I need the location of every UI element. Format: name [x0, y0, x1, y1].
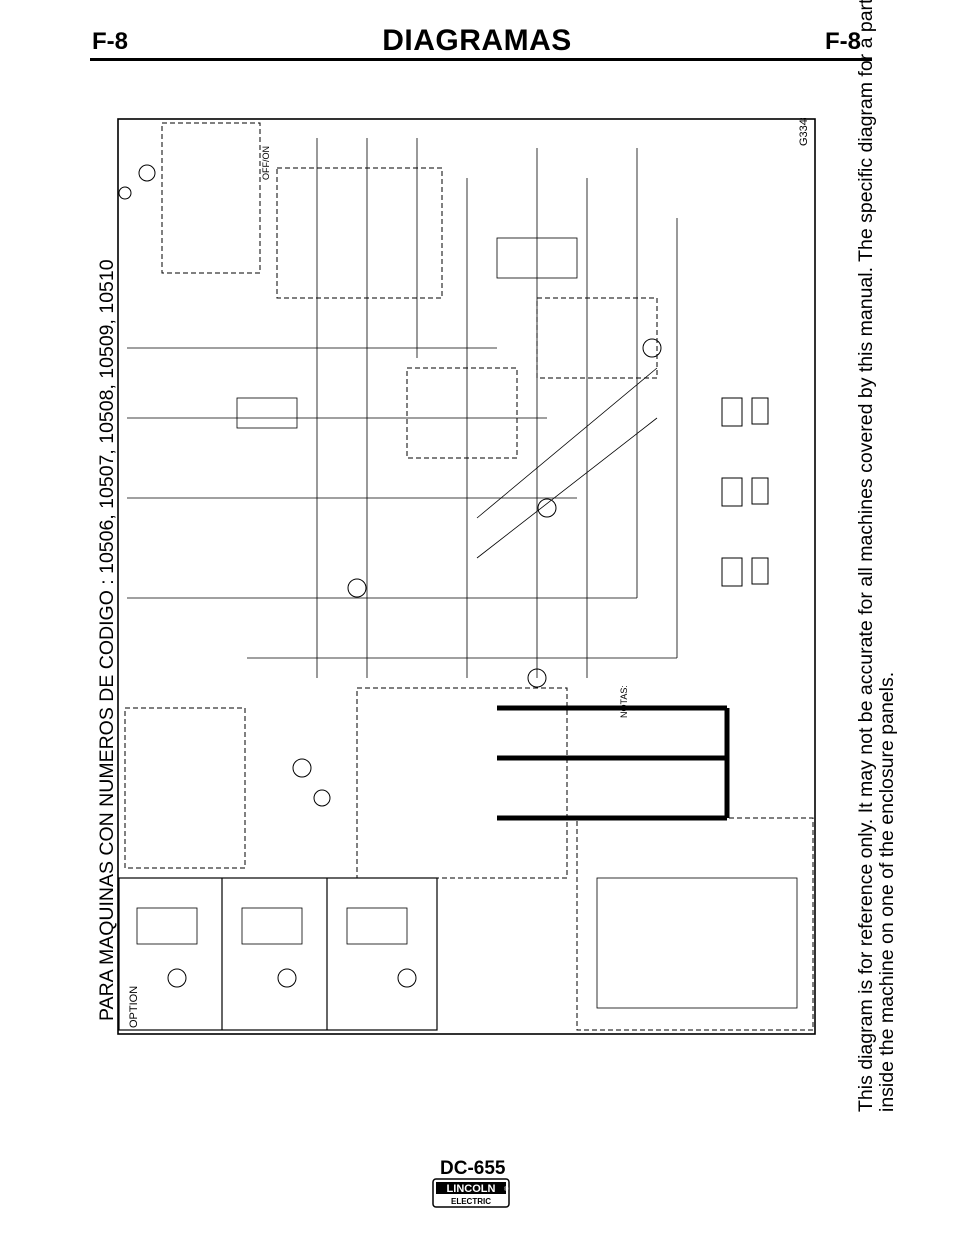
off-on-label: OFF/ON	[261, 146, 271, 180]
drawing-number: G3348-3	[798, 118, 810, 146]
notes-heading: NOTAS:	[619, 685, 629, 718]
header-rule	[90, 58, 872, 61]
wiring-diagram: G3348-3 OFF/ON OPTION NOTAS:	[117, 118, 816, 1035]
reference-note-line1: This diagram is for reference only. It m…	[855, 0, 877, 1112]
logo-text-top: LINCOLN	[447, 1183, 496, 1195]
logo-registered-mark: ®	[504, 1186, 509, 1193]
page-title: DIAGRAMAS	[382, 24, 572, 57]
option-label: OPTION	[128, 986, 140, 1028]
page-number-right: F-8	[825, 28, 861, 55]
reference-note-line2: inside the machine on one of the enclosu…	[876, 671, 898, 1112]
model-name: DC-655	[440, 1158, 506, 1179]
page-number-left: F-8	[92, 28, 128, 55]
page-header: F-8 DIAGRAMAS F-8	[0, 0, 954, 70]
code-numbers-text: PARA MAQUINAS CON NUMEROS DE CODIGO : 10…	[96, 259, 118, 1021]
lincoln-electric-logo: LINCOLN ELECTRIC ®	[432, 1178, 510, 1208]
logo-text-bottom: ELECTRIC	[451, 1197, 491, 1206]
